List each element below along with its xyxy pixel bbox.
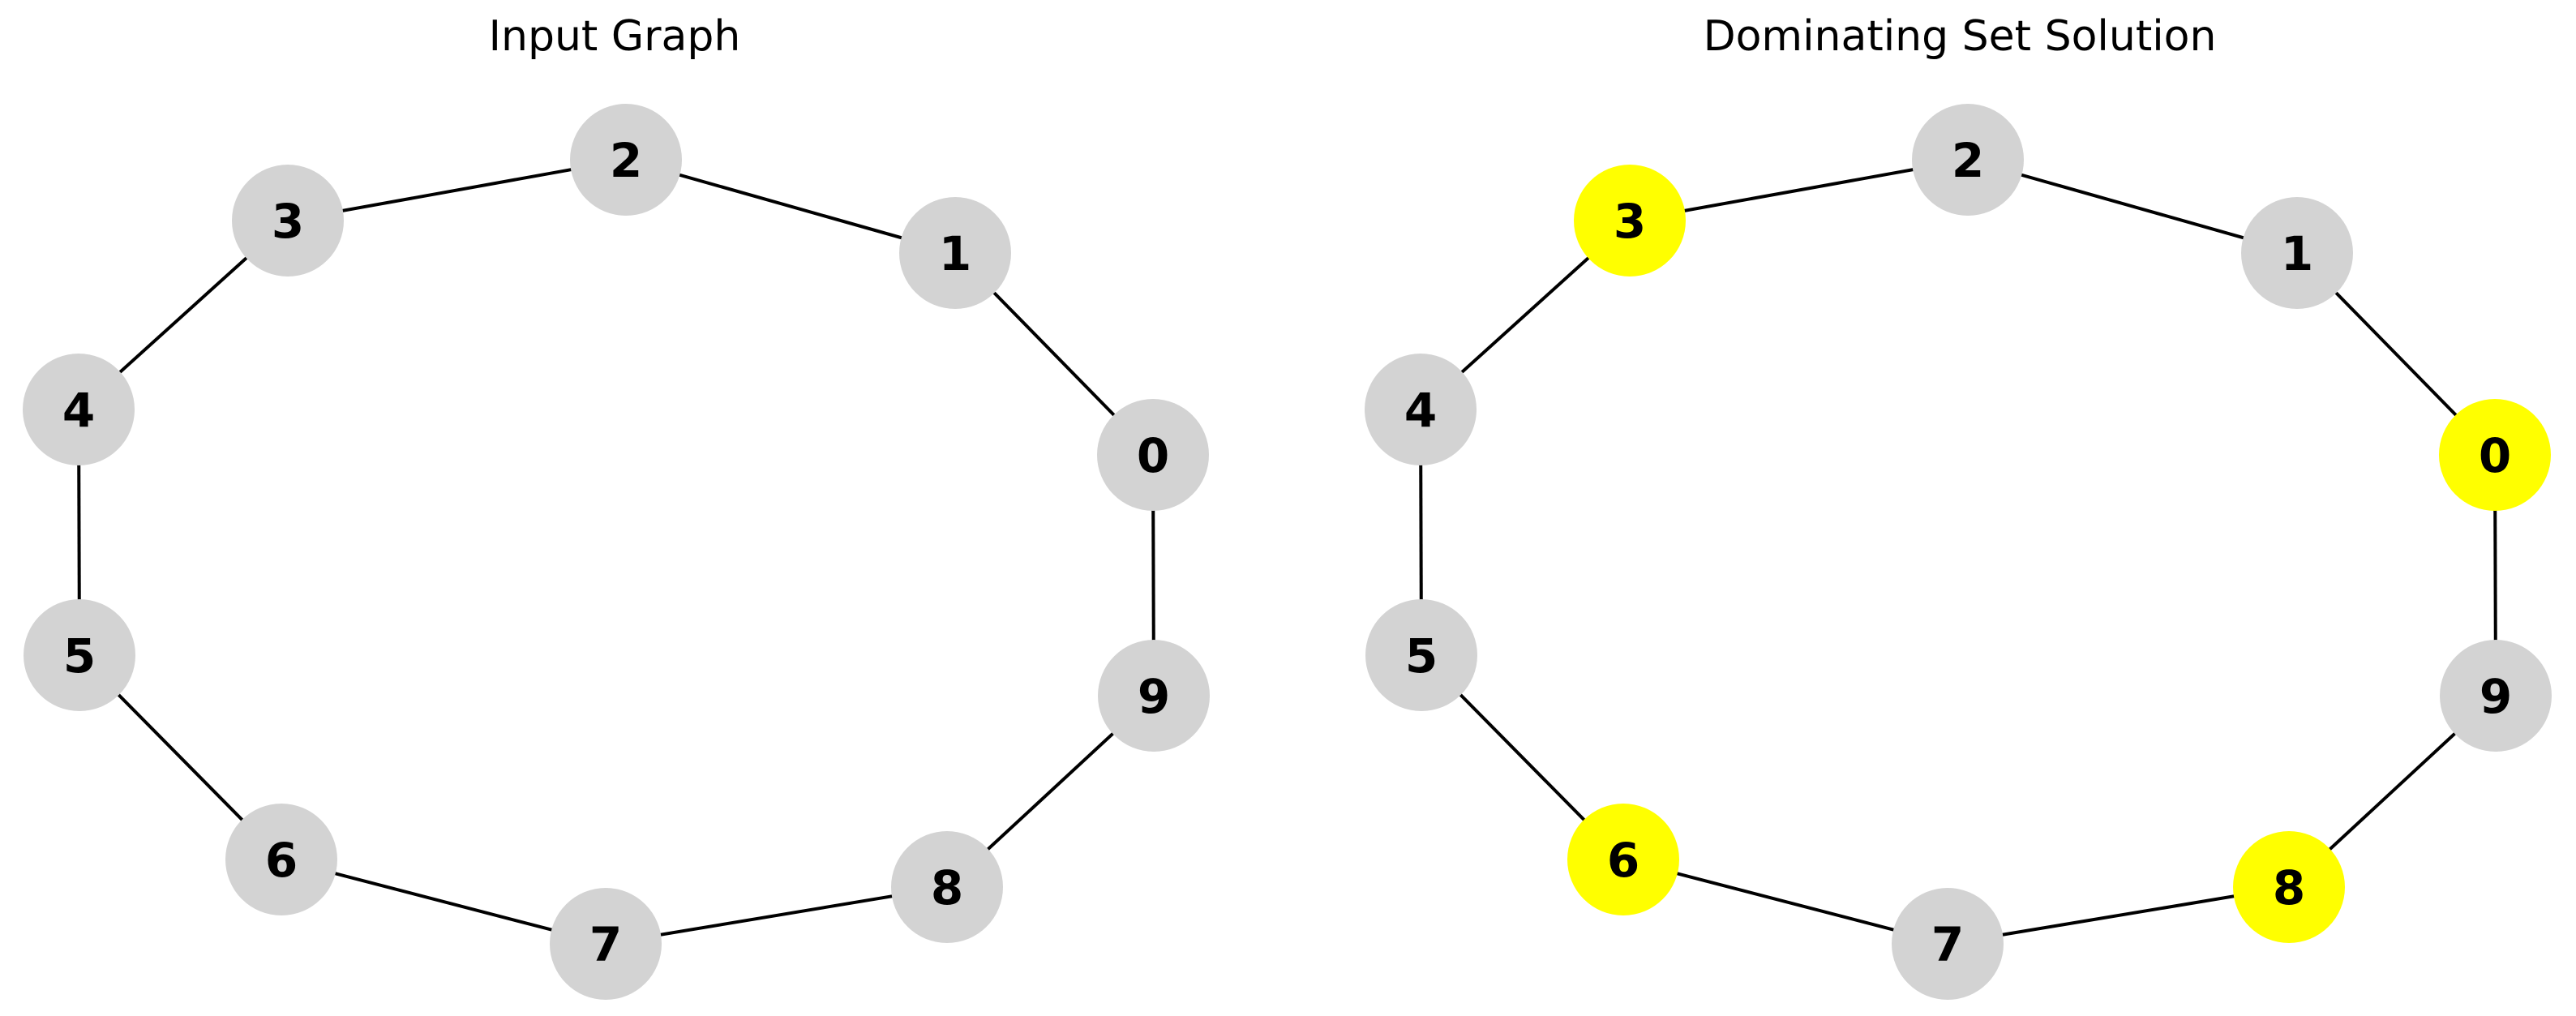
graph-node-0 (2439, 399, 2551, 511)
graph-node-4 (23, 354, 135, 465)
graph-node-2 (1912, 104, 2024, 216)
graph-node-8 (891, 831, 1003, 943)
graph-node-7 (1892, 888, 2004, 1000)
graph-node-9 (2440, 640, 2552, 752)
node-label-2: 2 (610, 133, 642, 188)
node-label-9: 9 (1138, 669, 1170, 724)
graph-node-5 (1365, 599, 1477, 711)
nodes-layer: 0 1 2 3 4 5 6 7 8 9 (23, 104, 1210, 1000)
panel-title: Input Graph (489, 12, 741, 61)
graph-node-2 (570, 104, 682, 216)
graph-edge-1-2 (625, 158, 956, 255)
node-label-8: 8 (2273, 860, 2305, 915)
node-label-9: 9 (2480, 669, 2512, 724)
graph-node-8 (2233, 831, 2345, 943)
graph-node-9 (1098, 640, 1210, 752)
graph-node-7 (550, 888, 662, 1000)
graph-node-1 (899, 197, 1011, 309)
panel-title: Dominating Set Solution (1704, 12, 2217, 61)
node-label-8: 8 (931, 860, 963, 915)
node-label-3: 3 (272, 194, 304, 249)
node-label-2: 2 (1952, 133, 1984, 188)
node-label-0: 0 (2479, 428, 2511, 483)
node-label-4: 4 (1404, 383, 1437, 438)
graph-node-0 (1097, 399, 1209, 511)
graph-node-5 (24, 599, 135, 711)
node-label-7: 7 (1931, 917, 1964, 972)
graph-node-1 (2241, 197, 2353, 309)
node-label-6: 6 (265, 833, 298, 888)
panel-input-graph: Input Graph 0 1 2 3 4 5 6 7 8 9 (23, 12, 1210, 1000)
node-label-1: 1 (939, 226, 971, 281)
node-label-7: 7 (589, 917, 622, 972)
graph-edge-2-3 (287, 158, 627, 222)
node-label-5: 5 (1405, 628, 1438, 684)
graph-node-6 (1567, 804, 1679, 915)
graph-node-4 (1365, 354, 1477, 465)
graph-edge-7-8 (605, 885, 948, 945)
graph-edge-7-8 (1947, 885, 2290, 945)
nodes-layer: 0 1 2 3 4 5 6 7 8 9 (1365, 104, 2552, 1000)
graph-node-6 (225, 804, 337, 915)
node-label-6: 6 (1607, 833, 1639, 888)
graph-edge-2-3 (1629, 158, 1969, 222)
node-label-4: 4 (62, 383, 95, 438)
panel-dominating-set-solution: Dominating Set Solution 0 1 2 3 4 5 6 7 8 9 (1365, 12, 2552, 1000)
graph-node-3 (1574, 165, 1686, 277)
graph-edge-1-2 (1967, 158, 2298, 255)
graph-node-3 (232, 165, 344, 277)
node-label-3: 3 (1614, 194, 1646, 249)
node-label-0: 0 (1137, 428, 1169, 483)
node-label-5: 5 (63, 628, 96, 684)
node-label-1: 1 (2281, 226, 2313, 281)
